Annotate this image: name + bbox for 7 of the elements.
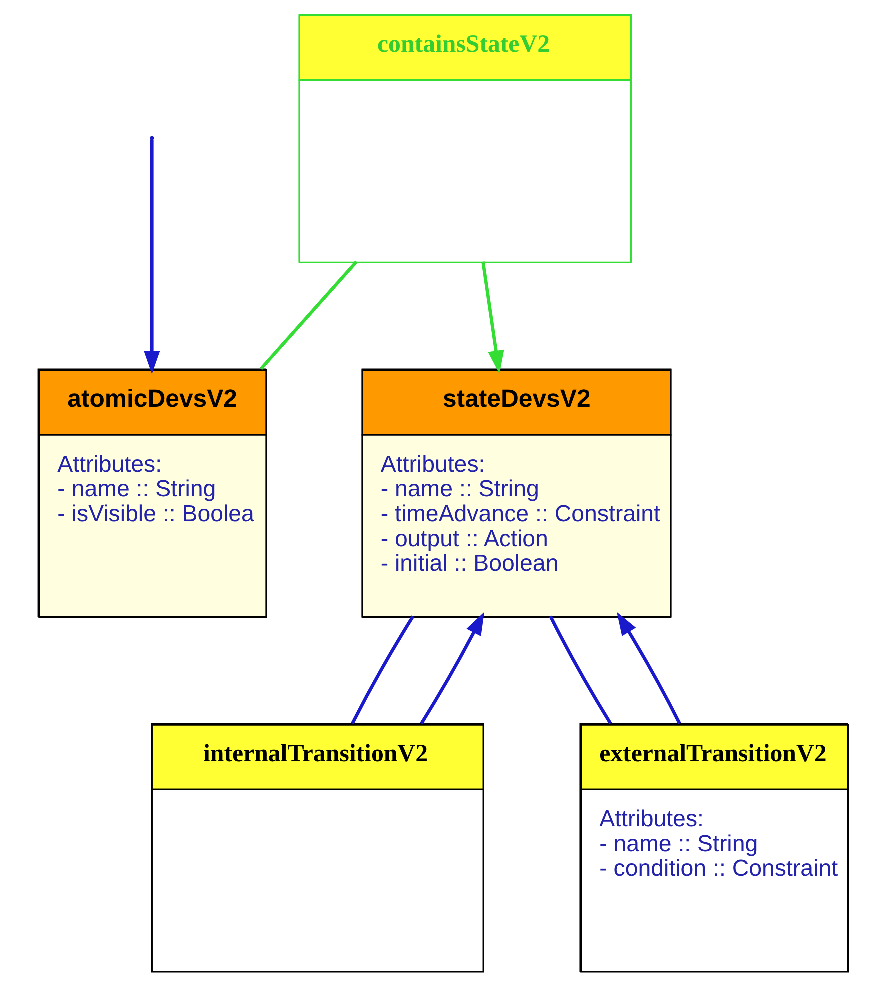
arrow — [482, 262, 504, 374]
arrow — [420, 612, 485, 725]
connector — [260, 260, 358, 370]
arrow — [617, 612, 682, 724]
arrow — [144, 140, 160, 374]
connector — [351, 616, 415, 724]
connector — [549, 616, 612, 725]
